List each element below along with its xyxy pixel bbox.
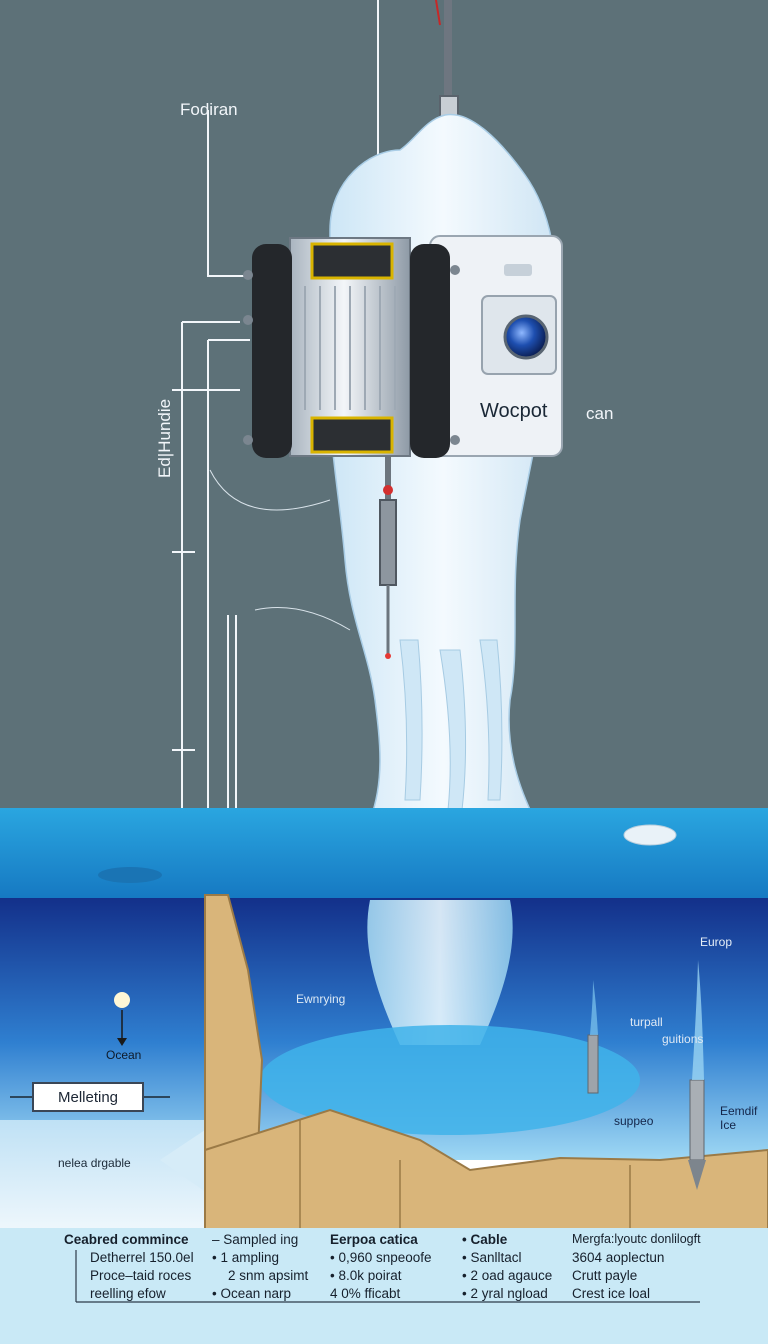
legend: Ceabred commince Detherrel 150.0el Proce… (0, 1228, 768, 1344)
legend-col5-line: Crest ice loal (572, 1286, 651, 1301)
top-label: Fodiran (180, 100, 238, 119)
bolts (243, 265, 460, 445)
legend-col4-line: • 2 oad agauce (462, 1268, 553, 1283)
legend-col1-line: Proce–taid roces (90, 1268, 192, 1283)
legend-col3-line: • 8.0k poirat (330, 1268, 402, 1283)
emdif-label: Eemdif (720, 1104, 758, 1118)
legend-panel (0, 1228, 768, 1344)
seabed-cracks (299, 1120, 631, 1230)
europ-label: Europ (700, 935, 733, 949)
camera-lens-icon (503, 314, 549, 360)
left-ice-shelf (0, 1120, 205, 1230)
ocean-surface (0, 808, 768, 898)
probe-body (379, 499, 397, 586)
legend-col3-head: Eerpoa catica (330, 1232, 418, 1247)
cable-red (435, 0, 441, 26)
legend-col5-line: Crutt payle (572, 1268, 638, 1283)
side-label: Ed|Hundie (155, 398, 174, 478)
device-name: Wocpot (480, 400, 548, 422)
legend-col5-head: Mergfa:lyoutc donlilogft (572, 1232, 701, 1246)
robot-device (243, 235, 563, 659)
turpall-label: turpall (630, 1015, 663, 1029)
drum-ribs (304, 286, 396, 410)
legend-col2-head: – Sampled ing (212, 1232, 299, 1247)
plume-2 (692, 960, 704, 1080)
waterfall (367, 900, 513, 1045)
drill-tip (688, 1160, 706, 1190)
ewning-label: Ewnrying (296, 992, 346, 1006)
legend-col2-line: 2 snm apsimt (228, 1268, 309, 1283)
melt-pool (260, 1025, 640, 1135)
floating-ice (623, 824, 677, 846)
surface-ripple (98, 867, 162, 883)
legend-col3-line: • 0,960 snpeoofe (330, 1250, 432, 1265)
guitions-label: guitions (662, 1032, 704, 1046)
legend-col1-line: reelling efow (90, 1286, 166, 1301)
probe-tip-light (385, 653, 391, 659)
motor-bottom (310, 416, 394, 454)
legend-col2-line: • 1 ampling (212, 1250, 280, 1265)
ice-label: Ice (720, 1118, 737, 1132)
ocean-label: Ocean (106, 1048, 142, 1062)
legend-col4-line: • Sanlltacl (462, 1250, 522, 1265)
sample-rod-1 (587, 1034, 599, 1094)
suppeo-label: suppeo (614, 1114, 654, 1128)
legend-col1-line: Detherrel 150.0el (90, 1250, 194, 1265)
plume-1 (590, 980, 598, 1035)
ocean-arrow-head (117, 1038, 127, 1046)
thin-curve-2 (254, 607, 351, 631)
sample-rod-2 (689, 1079, 705, 1161)
legend-col1-head: Ceabred commince (64, 1232, 189, 1247)
ocean-spark-icon (114, 992, 130, 1008)
track-right (410, 244, 450, 458)
motor-top (310, 242, 394, 280)
legend-col3-line: 4 0% fficabt (330, 1286, 401, 1301)
status-light (504, 264, 532, 276)
melting-label: Melleting (57, 1088, 119, 1106)
melting-label-box: Melleting (32, 1082, 144, 1112)
legend-col5-line: 3604 aoplectun (572, 1250, 665, 1265)
probe-red-joint (383, 485, 393, 495)
legend-col4-head: • Cable (462, 1232, 508, 1247)
nelea-label: nelea drgable (58, 1156, 131, 1170)
device-suffix: can (586, 404, 614, 423)
legend-col2-line: • Ocean narp (212, 1286, 292, 1301)
legend-col4-line: • 2 yral ngload (462, 1286, 548, 1301)
thin-curve (209, 469, 331, 511)
track-left (252, 244, 292, 458)
